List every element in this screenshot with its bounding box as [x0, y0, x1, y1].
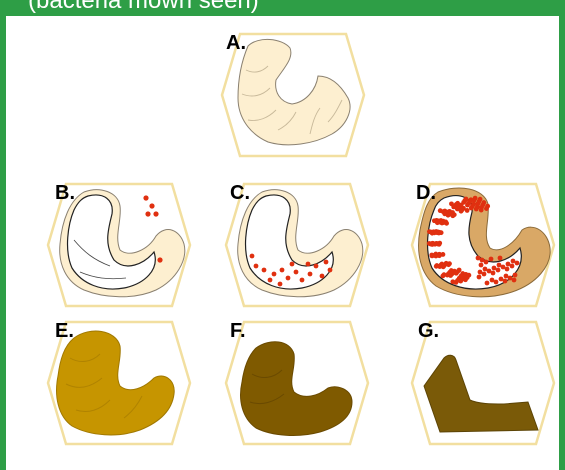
panel-g: G. [408, 318, 558, 448]
larva-a [238, 39, 350, 144]
panel-label-g: G. [418, 320, 439, 343]
panel-a: A. [218, 30, 368, 160]
header-title: (bacteria mown seen) [28, 0, 259, 15]
panel-c: C. [222, 180, 372, 310]
panel-d: D. [408, 180, 558, 310]
panel-label-d: D. [416, 182, 436, 205]
panel-label-f: F. [230, 320, 246, 343]
panel-label-e: E. [55, 320, 74, 343]
larva-scale-g [424, 355, 538, 432]
panel-label-a: A. [226, 32, 246, 55]
panel-b: B. [44, 180, 194, 310]
panel-label-c: C. [230, 182, 250, 205]
panel-f: F. [222, 318, 372, 448]
panel-e: E. [44, 318, 194, 448]
larva-dead-f [241, 342, 352, 436]
panel-label-b: B. [55, 182, 75, 205]
larva-dead-e [57, 331, 175, 435]
header-bar: (bacteria mown seen) [6, 0, 565, 16]
